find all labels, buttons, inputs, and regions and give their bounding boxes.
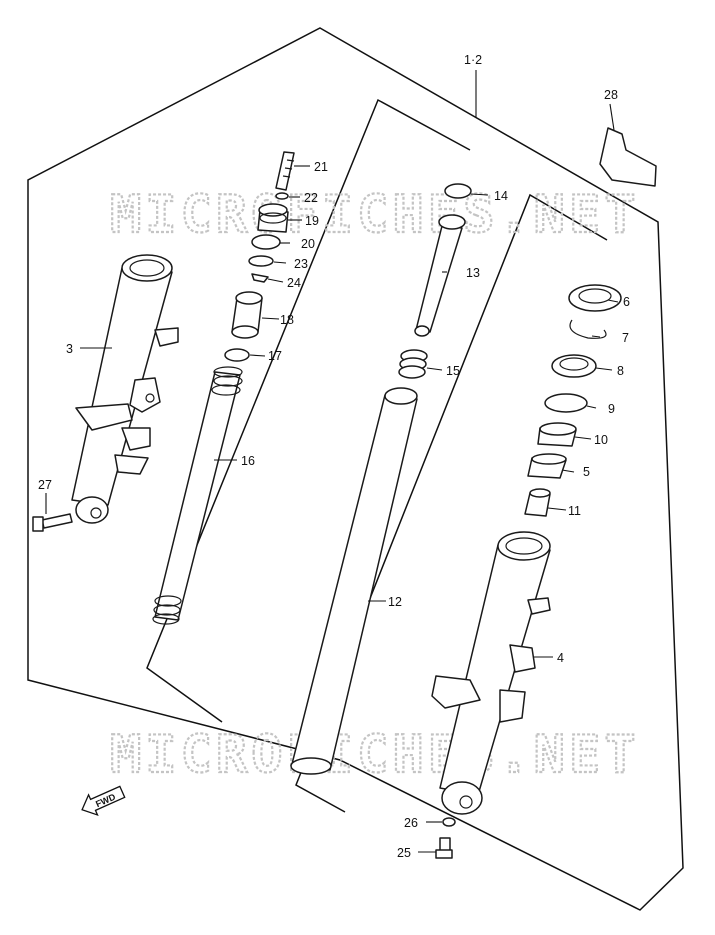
callout-27: 27 — [38, 478, 52, 492]
outer-tube-right — [431, 531, 551, 815]
callout-26: 26 — [404, 816, 418, 830]
oil-seal — [551, 354, 597, 378]
callout-28: 28 — [604, 88, 618, 102]
cap-o-ring — [251, 234, 281, 250]
callout-18: 18 — [280, 313, 294, 327]
callout-25: 25 — [397, 846, 411, 860]
callout-6: 6 — [623, 295, 630, 309]
piston-ring — [444, 183, 472, 199]
callout-11: 11 — [568, 504, 581, 518]
damper-bolt — [435, 837, 453, 859]
fork-cap — [257, 203, 289, 233]
damper-rod — [414, 214, 466, 337]
guide-metal — [537, 422, 577, 447]
forward-direction-arrow: FWD — [81, 785, 126, 817]
callout-7: 7 — [622, 331, 629, 345]
callout-19: 19 — [305, 214, 319, 228]
callout-24: 24 — [287, 276, 301, 290]
callout-1-2: 1·2 — [464, 53, 482, 67]
callout-8: 8 — [617, 364, 624, 378]
callout-13: 13 — [466, 266, 480, 280]
leader-lines — [45, 70, 619, 853]
cap-washer — [248, 255, 274, 267]
spring-group-frame — [146, 98, 471, 723]
watermark-bottom: MICROFICHES.NET — [110, 725, 640, 785]
o-ring-small — [275, 192, 289, 200]
cap-bolt — [275, 151, 295, 191]
callout-12: 12 — [388, 595, 402, 609]
callout-4: 4 — [557, 651, 564, 665]
inner-tube — [290, 387, 418, 775]
callout-10: 10 — [594, 433, 608, 447]
fork-guard — [599, 127, 657, 187]
callout-22: 22 — [304, 191, 318, 205]
pinch-bolt — [32, 513, 73, 532]
seal-spacer — [544, 393, 588, 413]
gasket-washer — [442, 817, 456, 827]
outer-tube-left — [71, 254, 179, 524]
callout-5: 5 — [583, 465, 590, 479]
callout-17: 17 — [268, 349, 282, 363]
callout-3: 3 — [66, 342, 73, 356]
callout-14: 14 — [494, 189, 508, 203]
callout-16: 16 — [241, 454, 255, 468]
snap-ring — [569, 319, 607, 339]
outer-frame — [27, 27, 684, 911]
rebound-spring — [398, 349, 428, 379]
fork-spring — [152, 366, 243, 625]
callout-9: 9 — [608, 402, 615, 416]
forward-direction-label: FWD — [94, 791, 117, 809]
oil-lock-piece — [524, 488, 551, 517]
slide-bushing — [527, 453, 567, 479]
spring-washer — [224, 348, 250, 362]
callout-21: 21 — [314, 160, 328, 174]
callout-labels: 1·2 3 4 5 6 7 8 9 10 11 12 13 14 15 16 1… — [38, 53, 630, 860]
callout-20: 20 — [301, 237, 315, 251]
spacer-collar — [231, 291, 263, 339]
callout-23: 23 — [294, 257, 308, 271]
stopper-clip — [251, 273, 269, 283]
watermark-top: MICROFICHES.NET — [110, 185, 640, 245]
bushing-group-frame — [295, 193, 608, 813]
dust-seal — [568, 284, 622, 312]
callout-15: 15 — [446, 364, 460, 378]
